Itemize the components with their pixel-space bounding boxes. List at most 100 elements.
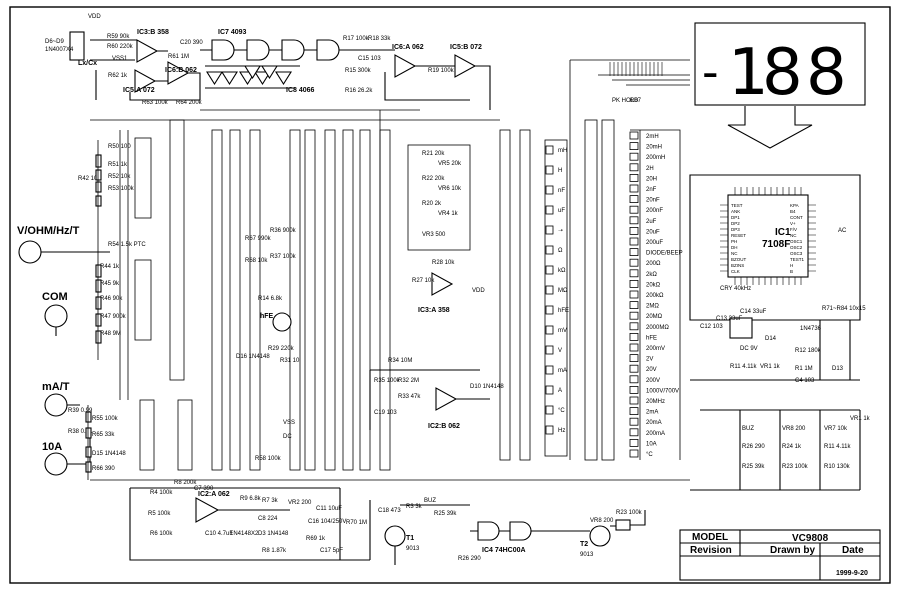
buzzer-label: R23 100k	[616, 510, 643, 516]
range-contact	[629, 258, 639, 267]
range-label: 200mH	[646, 155, 665, 161]
range-label: hFE	[646, 335, 657, 341]
ic1-pin-label: CLK	[731, 269, 740, 274]
r47-label: R47 900k	[100, 314, 127, 320]
mid-switch-contact	[545, 325, 554, 335]
range-contact	[629, 226, 639, 235]
d6d9-label: D6~D9	[45, 39, 65, 45]
range-contact	[629, 184, 639, 193]
r32-label: R32 2M	[398, 378, 419, 384]
ic7-gate-3	[281, 39, 305, 61]
vr7-label: R24 1k	[782, 444, 802, 450]
fuse-label: R39 0.99	[68, 408, 93, 414]
vr5-label: VR5 20k	[438, 161, 462, 167]
t2-part-label: 9013	[580, 552, 594, 558]
ic1-pin-label: NC	[731, 251, 738, 256]
r27-label: R27 10k	[412, 278, 435, 284]
ic1-pin-label: NC	[790, 233, 797, 238]
mid-switch-contact	[545, 365, 554, 375]
r40-label: R65 33k	[92, 432, 115, 438]
trimmer-block: R21 20k VR5 20k R22 20k VR6 10k R20 2k V…	[407, 144, 485, 314]
mid-switch-contact	[545, 245, 554, 255]
ic4-section: IC4 74HC00A	[470, 521, 560, 554]
range-label: 2000MΩ	[646, 325, 669, 331]
r9-label: C11 10uF	[316, 506, 342, 512]
ic2b-label: IC2:B 062	[428, 423, 460, 430]
cry-label: AC	[838, 228, 847, 234]
mid-switch-label: Hz	[558, 428, 565, 434]
model-label: MODEL	[692, 532, 728, 543]
t2-transistor	[589, 525, 611, 547]
r71-r84-label: R87	[630, 98, 642, 104]
c6-label: R7 3k	[262, 498, 279, 504]
range-contact	[629, 354, 639, 363]
ac-label: DC	[283, 434, 292, 440]
r44-label: R44 1k	[100, 264, 120, 270]
ic6a-opamp	[394, 54, 417, 78]
lcd-display: - 1 8 8 PK HOLD R87	[569, 22, 866, 460]
r10-label: VR7 10k	[824, 426, 848, 432]
r42-label: R42 10k	[78, 176, 101, 182]
range-label: 20MΩ	[646, 314, 663, 320]
c19-label: C19 103	[374, 410, 397, 416]
r35-label: R35 100k	[374, 378, 401, 384]
r38-label: R66 390	[92, 466, 115, 472]
mid-switch-contact	[545, 165, 554, 175]
ic1-pin-label: CONT	[790, 215, 803, 220]
range-label: 20nF	[646, 198, 660, 204]
mid-switch-contact	[545, 265, 554, 275]
mid-switch-label: mA	[558, 368, 567, 374]
ic1-pin-label: DP2	[731, 221, 740, 226]
terminal-label-ma: mA/T	[42, 381, 70, 393]
r48-label: R48 9M	[100, 331, 121, 337]
lxcx-label: Lx/Cx	[78, 60, 97, 67]
display-digit-1: 1	[728, 36, 769, 110]
ic1-pin-label: BZINS	[731, 263, 744, 268]
ic1-pin-label: KPA	[790, 203, 799, 208]
range-label: 20uF	[646, 229, 660, 235]
c4-label: VR1 1k	[760, 364, 781, 370]
terminal-label-vohm: V/OHM/Hz/T	[17, 225, 80, 237]
r3-label: VR8 200	[590, 518, 614, 524]
c12-label: D13	[832, 366, 844, 372]
r34-label: R34 10M	[388, 358, 412, 364]
range-contact	[629, 311, 639, 320]
range-label: 2mH	[646, 134, 659, 140]
ic1-pin-label: BZOUT	[731, 257, 747, 262]
range-label: 20MHz	[646, 399, 665, 405]
display-digit-3: 8	[806, 36, 847, 110]
r31-label: R31 10	[280, 358, 300, 364]
r22-label: R22 20k	[422, 176, 445, 182]
d1d2-label: R38 0.01	[68, 429, 93, 435]
ic6a-ic5b-section: IC6:A 062 IC5:B 072 R19 100k	[365, 44, 491, 110]
r14-label: R14 6.8k	[258, 296, 283, 302]
mid-switch-label: kΩ	[558, 268, 566, 274]
range-contact	[629, 237, 639, 246]
r69-label: R3 3k	[406, 504, 423, 510]
ic6b-opamp	[167, 61, 190, 85]
ic1-pin-label: TEST	[731, 203, 743, 208]
vr3-label: VR3 500	[422, 232, 446, 238]
d16-label: D16 1N4148	[236, 354, 270, 360]
ic1-pin-label: TEST1	[790, 257, 805, 262]
range-contact	[629, 375, 639, 384]
range-contact	[629, 385, 639, 394]
range-contact	[629, 195, 639, 204]
ic8-label: IC8 4066	[286, 87, 315, 94]
r62-label: R62 1k	[108, 73, 128, 79]
ic1-pin-label: B4	[790, 209, 796, 214]
r37-label: R37 100k	[270, 254, 297, 260]
mid-switch-label: hFE	[558, 308, 569, 314]
terminal-label-com: COM	[42, 291, 68, 303]
hfe-socket	[272, 312, 292, 332]
r28-label: R28 10k	[432, 260, 455, 266]
ic4-gate-2	[509, 521, 532, 541]
range-label: DIODE/BEEP	[646, 251, 683, 257]
r6-label: D3 1N4148	[258, 531, 289, 537]
vr2-label: C17 5pF	[320, 548, 343, 554]
range-contact	[629, 396, 639, 405]
range-contact	[629, 131, 639, 140]
range-contact	[629, 322, 639, 331]
d15-label: R5 100k	[148, 511, 171, 517]
r46-label: R46 90k	[100, 296, 123, 302]
